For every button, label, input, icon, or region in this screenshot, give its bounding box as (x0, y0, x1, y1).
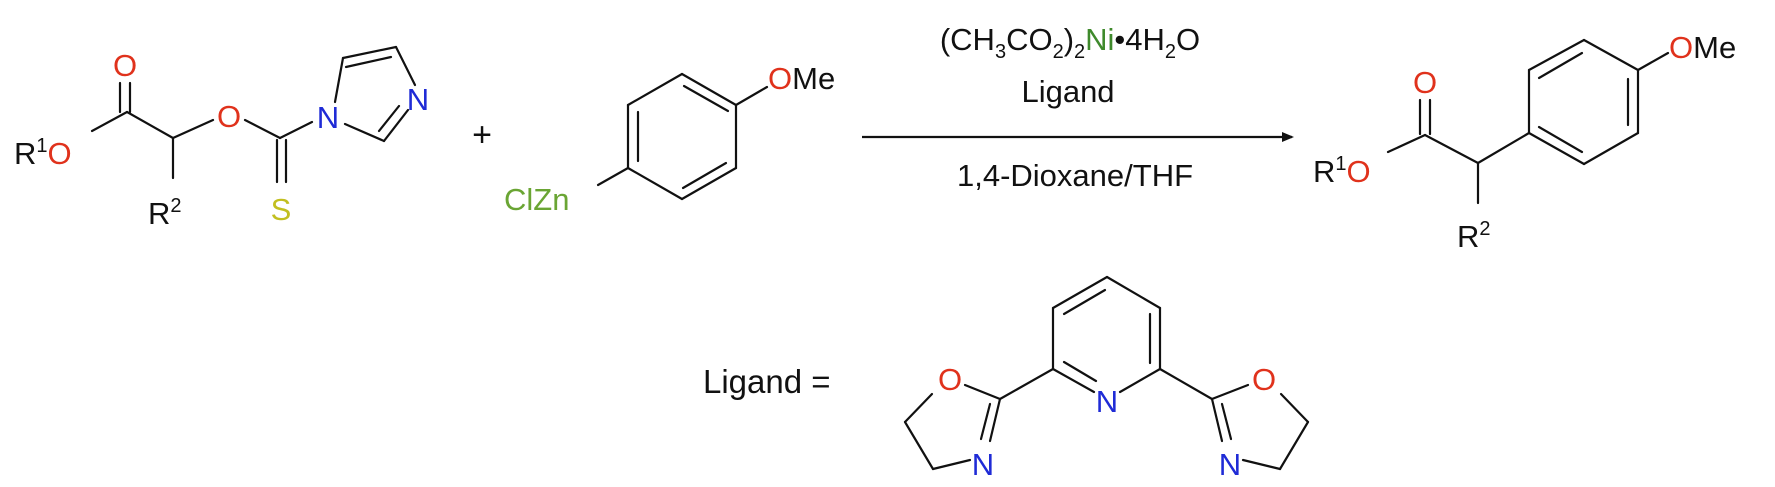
imidazole-n1-label: N (317, 100, 339, 135)
product-r2-label: R (1457, 219, 1479, 254)
r2-group-label: R2 (148, 195, 182, 231)
arylzinc-labels: ClZn OMe (504, 61, 835, 217)
product-carbonyl-oxygen-label: O (1413, 65, 1437, 100)
product-labels: O R1O R2 OMe (1313, 30, 1736, 254)
solvent-label: 1,4-Dioxane/THF (957, 158, 1193, 193)
product-r2-group-label: R2 (1457, 218, 1491, 254)
product-r1-group-label: R1O (1313, 153, 1371, 189)
product-methoxy-group-label: OMe (1669, 30, 1736, 65)
pyridine-nitrogen-label: N (1096, 384, 1118, 419)
pybox-ligand (903, 275, 1310, 471)
ligand-definition-label: Ligand = (703, 363, 831, 400)
chlorozinc-label: ClZn (504, 182, 569, 217)
catalyst-label: (CH3CO2)2Ni•4H2O (940, 22, 1200, 63)
alpha-oxygen-label: O (217, 99, 241, 134)
ligand-condition-label: Ligand (1021, 74, 1114, 109)
left-oxazoline-nitrogen-label: N (972, 447, 994, 482)
nickel-label: Ni (1085, 22, 1114, 57)
ester-oxygen-label: O (48, 136, 72, 171)
product-methyl-label: Me (1693, 30, 1736, 65)
left-oxazoline-oxygen-label: O (938, 362, 962, 397)
product-molecule (1386, 38, 1670, 205)
carbonyl-oxygen-label: O (113, 48, 137, 83)
methoxy-group-label: OMe (768, 61, 835, 96)
arylzinc-reagent (596, 72, 769, 201)
substrate-labels: O R1O R2 O S N N (14, 48, 429, 231)
thione-sulfur-label: S (271, 192, 292, 227)
right-oxazoline-oxygen-label: O (1252, 362, 1276, 397)
r2-label: R (148, 196, 170, 231)
product-r1-superscript: 1 (1335, 153, 1346, 175)
product-r2-superscript: 2 (1479, 218, 1490, 240)
substrate-molecule (90, 45, 417, 184)
r1-label: R (14, 136, 36, 171)
imidazole-n3-label: N (407, 82, 429, 117)
plus-sign: + (472, 116, 492, 154)
r1-superscript: 1 (36, 135, 47, 157)
methoxy-oxygen-label: O (768, 61, 792, 96)
product-r1-label: R (1313, 154, 1335, 189)
r1-group-label: R1O (14, 135, 72, 171)
product-ester-oxygen-label: O (1347, 154, 1371, 189)
pybox-labels: O N N O N (938, 362, 1276, 482)
right-oxazoline-nitrogen-label: N (1219, 447, 1241, 482)
product-methoxy-oxygen-label: O (1669, 30, 1693, 65)
methyl-label: Me (792, 61, 835, 96)
r2-superscript: 2 (170, 195, 181, 217)
